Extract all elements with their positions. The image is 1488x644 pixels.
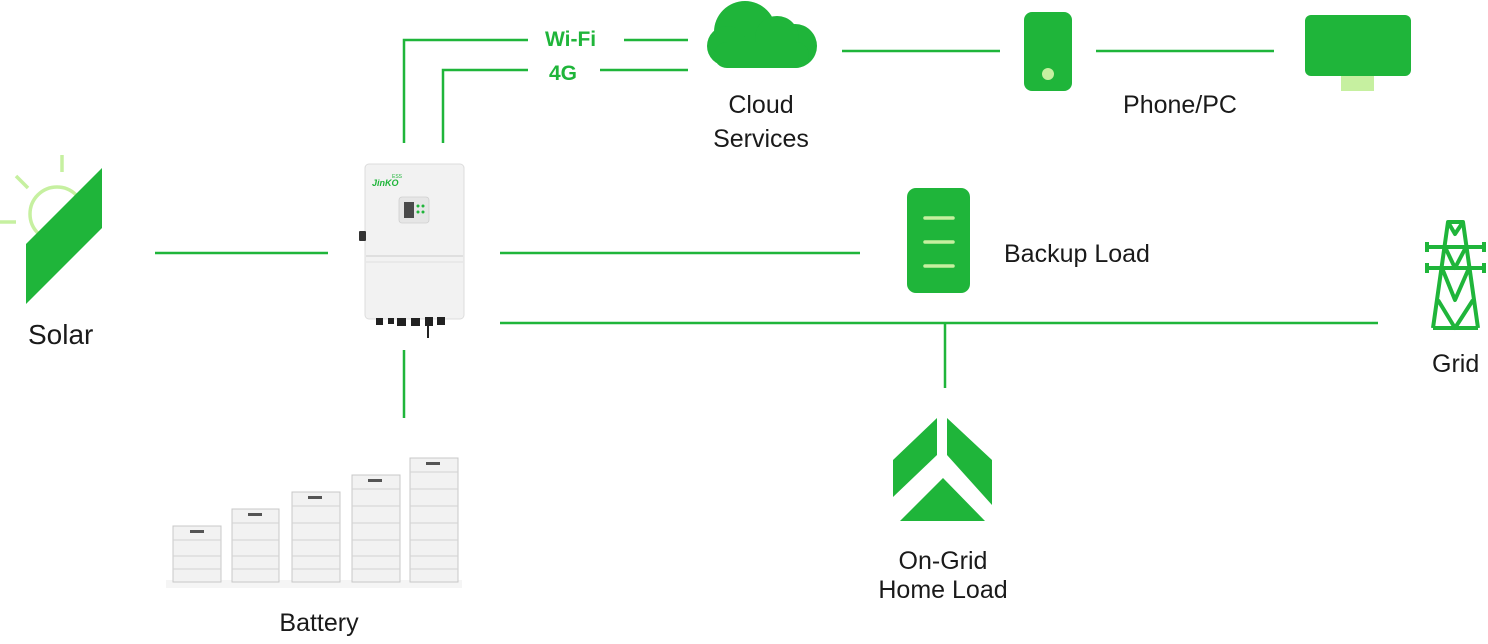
transmission-tower-icon xyxy=(1425,220,1486,330)
cloud-icon xyxy=(707,1,817,68)
backup-load-label: Backup Load xyxy=(1004,240,1150,268)
wifi-line-left xyxy=(402,38,528,143)
cloud-label-line1: Cloud xyxy=(728,91,794,119)
home-load-label: On-Grid Home Load xyxy=(878,547,1007,605)
inverter-logo-sub: ESS xyxy=(392,174,403,180)
battery-label: Battery xyxy=(279,609,359,637)
cloud-label-line2: Services xyxy=(713,125,809,153)
battery-stacks xyxy=(166,457,462,588)
cellular-label: 4G xyxy=(549,62,578,85)
house-icon xyxy=(893,418,992,521)
sun-panel-icon xyxy=(0,155,102,304)
phone-pc-label: Phone/PC xyxy=(1123,91,1237,119)
monitor-icon xyxy=(1305,15,1411,91)
connection-lines xyxy=(155,38,1378,418)
inverter-unit: JinKO ESS xyxy=(359,163,465,338)
cloud-services-label: Cloud Services xyxy=(713,88,809,156)
cellular-line-left xyxy=(441,68,528,143)
backup-load-icon xyxy=(907,188,970,293)
home-label-line1: On-Grid xyxy=(898,547,988,575)
phone-icon xyxy=(1024,12,1072,91)
home-label-line2: Home Load xyxy=(878,576,1008,604)
wifi-label: Wi-Fi xyxy=(545,28,597,51)
inverter-logo: JinKO xyxy=(372,178,399,188)
solar-label: Solar xyxy=(28,319,94,350)
grid-label: Grid xyxy=(1432,350,1480,378)
